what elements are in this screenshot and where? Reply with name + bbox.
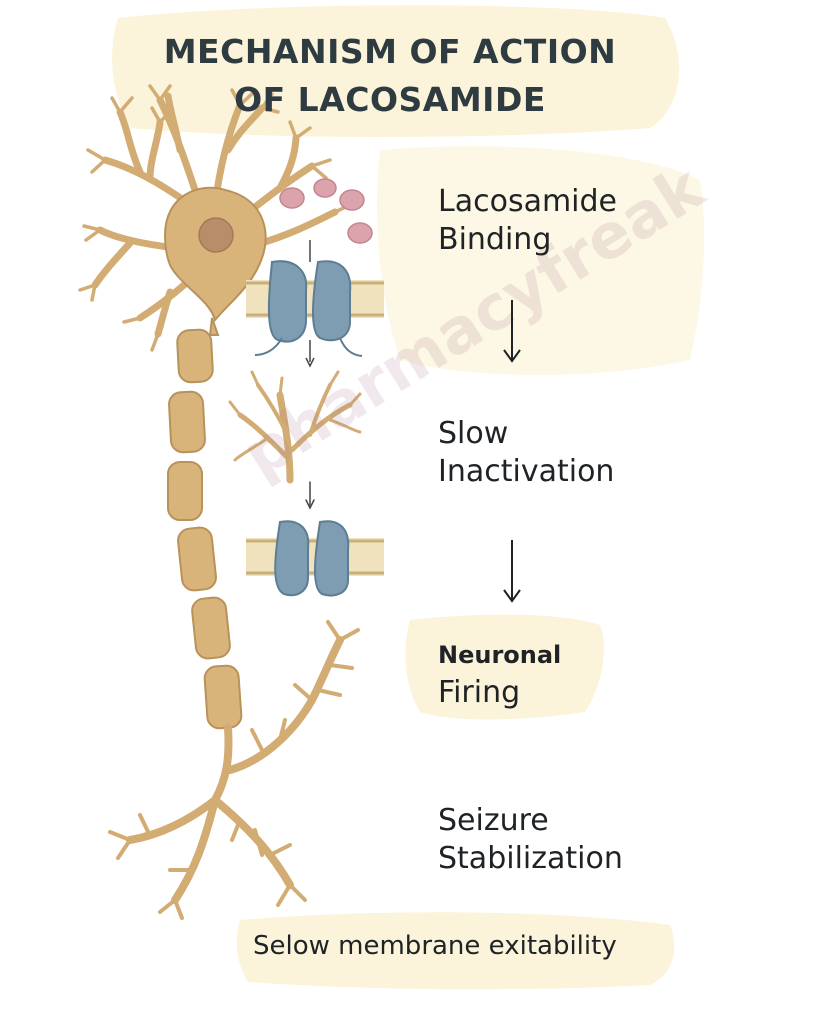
myelinated-axon [167,317,243,730]
neuron-icon [78,84,360,920]
step-seizure-stabilization: Seizure Stabilization [438,802,623,878]
step-label-line-1: Seizure [438,803,549,838]
title-line-2: OF LACOSAMIDE [234,80,546,119]
dendrite-icon [228,370,362,510]
step-label-line-2: Stabilization [438,841,623,876]
background-highlights [112,5,705,990]
sodium-channel-icon [246,520,384,597]
step-label-line-1: Lacosamide [438,184,618,219]
step-slow-inactivation: Slow Inactivation [438,415,614,491]
page-title: MECHANISM OF ACTION OF LACOSAMIDE [120,28,660,124]
sodium-channel-icon [246,240,384,368]
step-neuronal-firing: Neuronal Firing [438,636,561,712]
down-arrow-icon [503,300,521,363]
step-label-line-2: Inactivation [438,454,615,489]
down-arrow-icon [503,540,521,603]
title-line-1: MECHANISM OF ACTION [163,32,617,71]
nucleus [198,217,234,253]
footer-caption: Selow membrane exitability [253,931,617,961]
drug-molecule-icon [279,178,373,244]
step-label-line-2: Firing [438,675,521,710]
step-label-line-1: Slow [438,416,509,451]
step-label-line-2: Binding [438,222,552,257]
soma [163,186,267,323]
step-label-line-1: Neuronal [438,641,562,669]
step-lacosamide-binding: Lacosamide Binding [438,183,617,259]
